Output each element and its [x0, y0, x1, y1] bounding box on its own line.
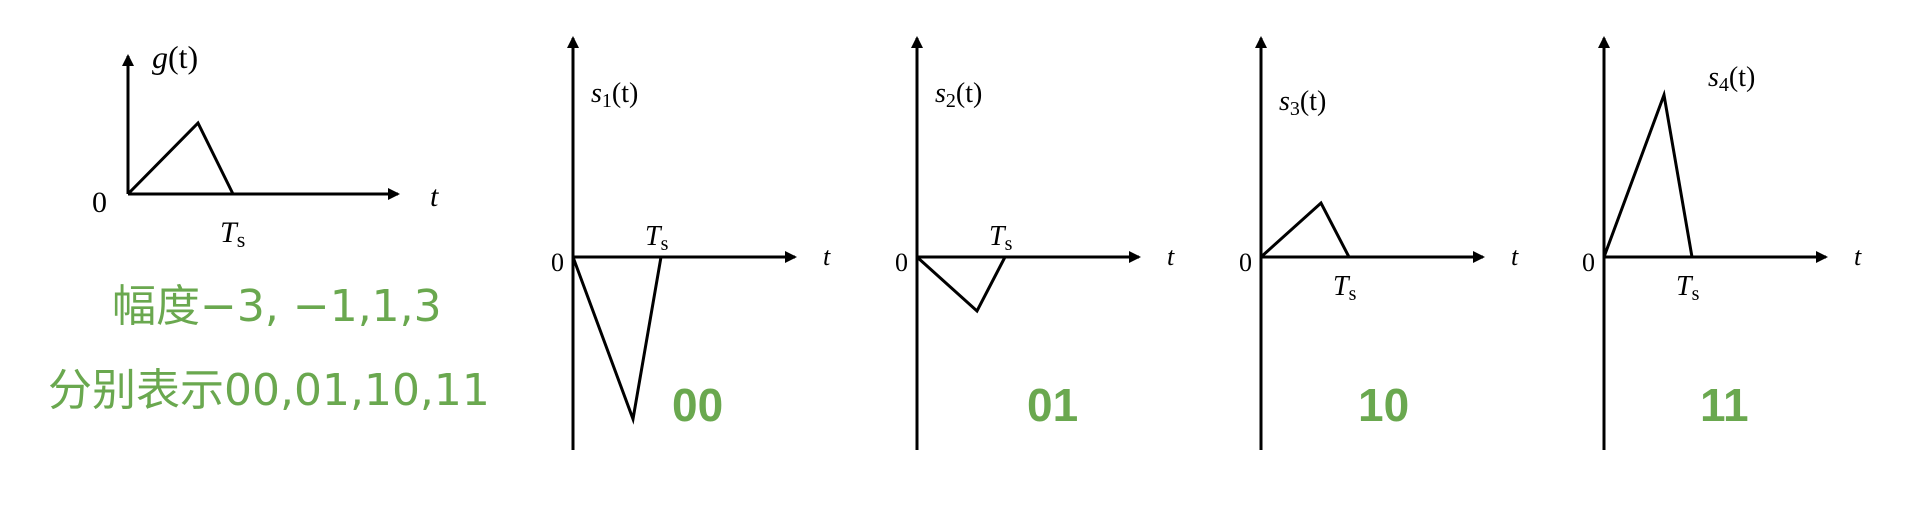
signal-1-code-label: 00: [672, 379, 724, 431]
basis-triangle-pulse: [126, 120, 235, 196]
basis-origin-label: 0: [92, 186, 107, 219]
signal-3-code-label: 10: [1358, 379, 1410, 431]
signal-1-origin-label: 0: [551, 248, 564, 277]
amplitude-caption-line1: 幅度−3, −1,1,3: [112, 281, 442, 332]
basis-axis-var-label: t: [430, 180, 439, 213]
signal-4-origin-label: 0: [1582, 248, 1595, 277]
signal-panel-4: s4(t) 0 tTs: [1582, 36, 1862, 450]
signal-4-code-label: 11: [1700, 379, 1749, 431]
basis-func-label: g(t): [152, 39, 198, 75]
signal-2-name-label: s2(t): [935, 78, 982, 112]
signal-panel-1: s1(t) 0 t Ts: [551, 36, 831, 450]
signal-panel-3: s3(t) 0 tTs: [1239, 36, 1519, 450]
signal-4-period-label: Ts: [1676, 271, 1700, 305]
signal-2-origin-label: 0: [895, 248, 908, 277]
signal-2-pulse: [915, 255, 1007, 314]
signal-2-axis-var-label: t: [1167, 242, 1175, 271]
signal-4-axis-var-label: t: [1854, 242, 1862, 271]
signal-2-code-label: 01: [1027, 379, 1079, 431]
signal-3-axis-var-label: t: [1511, 242, 1519, 271]
basis-pulse-panel: g(t) 0 t Ts: [92, 39, 439, 252]
signal-3-origin-label: 0: [1239, 248, 1252, 277]
signal-3-name-label: s3(t): [1279, 86, 1326, 120]
signal-2-period-label: Ts: [989, 221, 1013, 255]
signal-4-name-label: s4(t): [1708, 62, 1755, 96]
signal-3-period-label: Ts: [1333, 271, 1357, 305]
signal-1-name-label: s1(t): [591, 78, 638, 112]
signal-3-pulse: [1259, 200, 1351, 259]
signal-1-axis-var-label: t: [823, 242, 831, 271]
basis-period-label: Ts: [220, 216, 245, 252]
signal-4-pulse: [1602, 89, 1694, 258]
amplitude-caption-line2: 分别表示00,01,10,11: [48, 365, 490, 416]
signal-panel-2: s2(t) 0 t Ts: [895, 36, 1175, 450]
signal-1-period-label: Ts: [645, 221, 669, 255]
signal-1-pulse: [571, 256, 663, 425]
